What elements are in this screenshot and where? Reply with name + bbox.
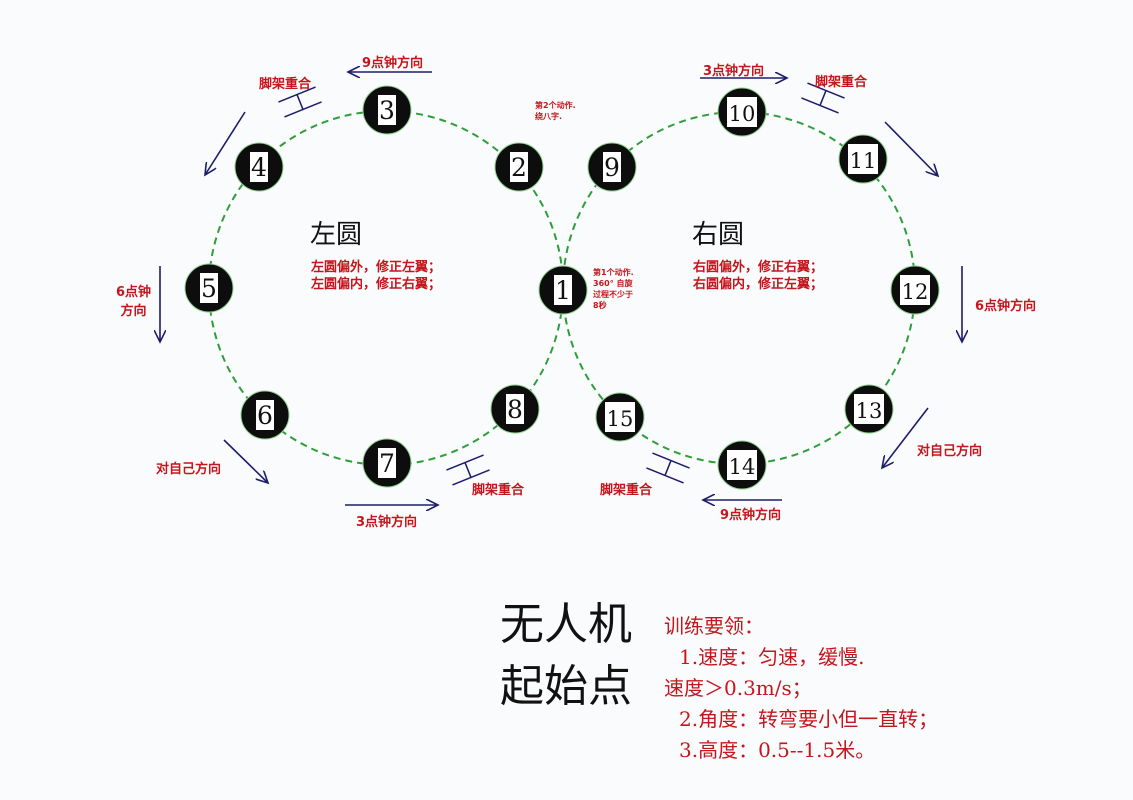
direction-left-bottom-self: 对自己方向 — [156, 462, 222, 477]
action2-note: 第2个动作. 绕八字. — [535, 100, 576, 122]
waypoint-2: 2 — [494, 142, 544, 192]
waypoint-15: 15 — [595, 392, 645, 442]
arrow-left-upper-diagonal — [205, 111, 246, 175]
waypoint-label-box — [250, 152, 268, 182]
waypoint-number: 12 — [902, 280, 929, 304]
note-line: 8秒 — [593, 301, 607, 310]
waypoint-8: 8 — [490, 384, 540, 434]
tips-heading: 训练要领： — [664, 614, 764, 638]
tripod-label: 脚架重合 — [815, 75, 868, 90]
waypoint-9: 9 — [587, 142, 637, 192]
start-title-line: 无人机 — [500, 599, 632, 650]
note-line: 第1个动作. — [593, 268, 634, 277]
waypoint-14: 14 — [717, 440, 767, 490]
tripod-icon — [278, 86, 322, 118]
waypoint-11: 11 — [838, 134, 888, 184]
direction-right-top: 3点钟方向 — [703, 64, 765, 79]
waypoint-number: 7 — [379, 449, 395, 478]
waypoint-label-box — [854, 394, 884, 424]
waypoint-number: 13 — [856, 399, 883, 423]
start-point-title: 无人机 起始点 — [500, 594, 632, 718]
waypoint-number: 11 — [850, 149, 877, 173]
waypoint-label-box — [554, 275, 572, 305]
waypoint-number: 10 — [729, 102, 756, 126]
tips-item: 1.速度：匀速，缓慢. — [679, 645, 865, 669]
direction-line: 方向 — [120, 304, 147, 319]
tips-item: 2.角度：转弯要小但一直转； — [679, 707, 939, 731]
waypoint-label-box — [510, 152, 528, 182]
tripod-label: 脚架重合 — [472, 483, 525, 498]
waypoint-label-box — [603, 152, 621, 182]
waypoint-number: 5 — [201, 274, 217, 303]
action1-note: 第1个动作. 360° 自旋 过程不少于 8秒 — [593, 267, 634, 311]
tripod-icon — [646, 452, 690, 484]
waypoint-number: 8 — [507, 395, 523, 424]
waypoint-6: 6 — [240, 390, 290, 440]
direction-left-bottom: 3点钟方向 — [356, 515, 418, 530]
tripod-label: 脚架重合 — [259, 77, 312, 92]
left-circle-rule-2: 左圆偏内，修正右翼； — [311, 277, 442, 292]
waypoint-number: 2 — [511, 153, 527, 182]
waypoint-number: 9 — [604, 153, 620, 182]
waypoint-label-box — [848, 144, 878, 174]
arrow-left-lower-diagonal — [223, 439, 268, 483]
waypoint-label-box — [256, 400, 274, 430]
waypoint-label-box — [727, 97, 757, 127]
waypoint-4: 4 — [234, 142, 284, 192]
waypoint-1: 1 — [538, 265, 588, 315]
waypoint-3: 3 — [362, 85, 412, 135]
direction-left-top: 9点钟方向 — [362, 56, 424, 71]
waypoint-label-box — [378, 448, 396, 478]
waypoint-number: 6 — [257, 401, 273, 430]
right-circle-rule-2: 右圆偏内，修正左翼； — [693, 277, 824, 292]
waypoint-label-box — [378, 95, 396, 125]
waypoint-number: 14 — [729, 455, 756, 479]
direction-right-bottom-self: 对自己方向 — [917, 444, 983, 459]
waypoint-number: 3 — [379, 96, 395, 125]
left-circle-title: 左圆 — [310, 220, 363, 250]
direction-left-side: 6点钟 方向 — [116, 281, 151, 319]
waypoint-7: 7 — [362, 438, 412, 488]
waypoint-label-box — [727, 450, 757, 480]
waypoint-number: 15 — [607, 407, 634, 431]
tripod-label: 脚架重合 — [600, 483, 653, 498]
waypoint-10: 10 — [717, 87, 767, 137]
waypoint-label-box — [200, 273, 218, 303]
note-line: 过程不少于 — [593, 290, 633, 299]
note-line: 360° 自旋 — [593, 279, 633, 288]
tripod-icon — [801, 82, 845, 114]
waypoint-number: 1 — [555, 276, 571, 305]
waypoint-5: 5 — [184, 263, 234, 313]
note-line: 绕八字. — [535, 112, 563, 121]
waypoint-number: 4 — [251, 153, 267, 182]
tips-item: 速度＞0.3m/s； — [664, 676, 812, 700]
tripod-icon — [446, 454, 490, 486]
left-circle-rule-1: 左圆偏外，修正左翼； — [311, 260, 442, 275]
waypoint-label-box — [605, 402, 635, 432]
waypoint-label-box — [506, 394, 524, 424]
arrow-right-lower-diagonal — [882, 407, 929, 468]
waypoint-label-box — [900, 275, 930, 305]
waypoint-12: 12 — [890, 265, 940, 315]
arrow-right-upper-diagonal — [884, 121, 938, 176]
training-tips: 训练要领： 1.速度：匀速，缓慢. 速度＞0.3m/s； 2.角度：转弯要小但一… — [664, 611, 938, 766]
start-title-line: 起始点 — [500, 661, 632, 712]
direction-right-side: 6点钟方向 — [975, 299, 1037, 314]
right-circle-title: 右圆 — [692, 220, 745, 250]
note-line: 第2个动作. — [535, 101, 576, 110]
waypoint-13: 13 — [844, 384, 894, 434]
direction-right-bottom: 9点钟方向 — [720, 508, 782, 523]
direction-line: 6点钟 — [116, 285, 152, 300]
tips-item: 3.高度：0.5--1.5米。 — [679, 738, 876, 762]
right-circle-rule-1: 右圆偏外，修正右翼； — [693, 260, 824, 275]
